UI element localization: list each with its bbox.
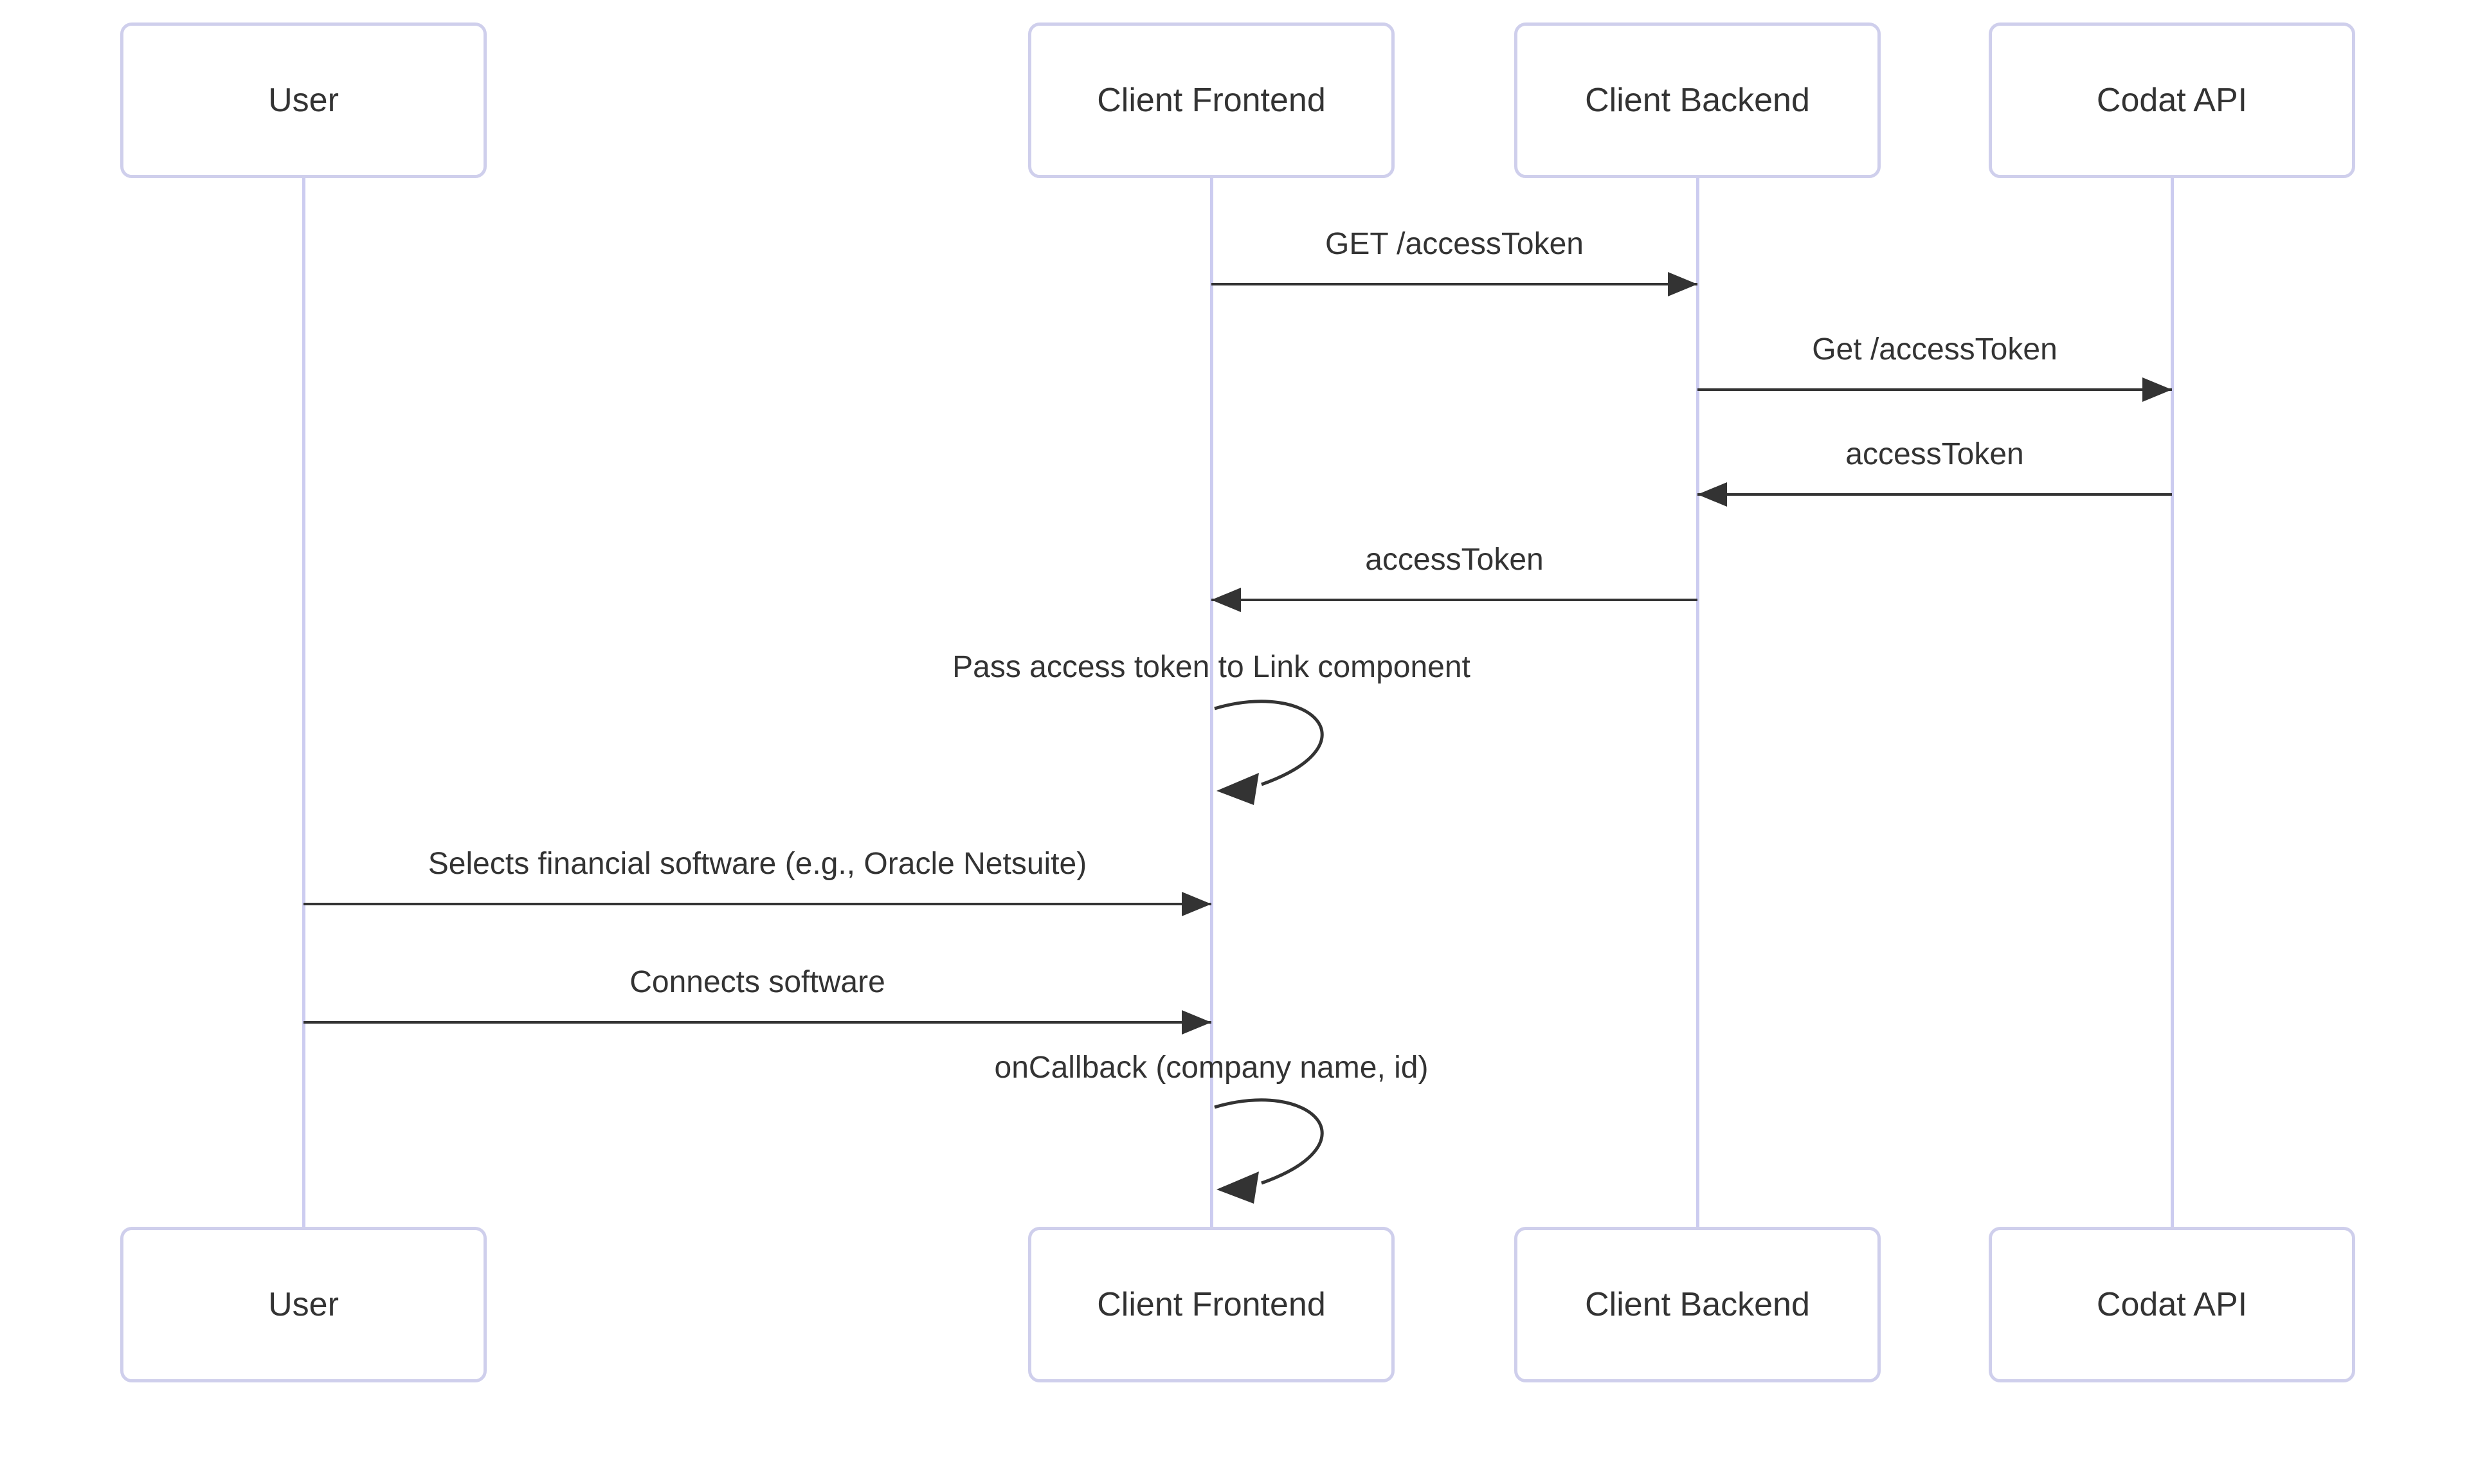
message-line <box>1211 599 1697 601</box>
actor-box-client-frontend-bottom: Client Frontend <box>1028 1227 1395 1382</box>
actor-box-user-top: User <box>120 23 487 178</box>
message-line <box>1697 388 2172 391</box>
arrowhead-left-icon <box>1697 482 1727 507</box>
message-label: Connects software <box>629 965 885 999</box>
arrowhead-right-icon <box>2142 377 2172 402</box>
actor-box-user-bottom: User <box>120 1227 487 1382</box>
message-line <box>1211 283 1697 285</box>
actor-label: User <box>268 1286 339 1323</box>
actor-label: Codat API <box>2096 1286 2248 1323</box>
lifeline-client-frontend <box>1210 178 1213 1227</box>
actor-label: Client Backend <box>1585 82 1810 119</box>
self-loop-arrow-icon <box>1214 1098 1324 1204</box>
actor-box-client-backend-bottom: Client Backend <box>1514 1227 1881 1382</box>
actor-label: Client Backend <box>1585 1286 1810 1323</box>
actor-box-codat-api-top: Codat API <box>1989 23 2355 178</box>
message-label: accessToken <box>1845 437 2024 471</box>
message-label: Selects financial software (e.g., Oracle… <box>428 847 1087 881</box>
message-line <box>303 903 1211 905</box>
message-label: onCallback (company name, id) <box>994 1051 1429 1085</box>
message-label: Pass access token to Link component <box>952 650 1470 684</box>
message-label: Get /accessToken <box>1812 332 2058 366</box>
actor-box-client-backend-top: Client Backend <box>1514 23 1881 178</box>
actor-label: Client Frontend <box>1097 82 1326 119</box>
actor-label: Codat API <box>2096 82 2248 119</box>
message-label: GET /accessToken <box>1325 227 1584 261</box>
arrowhead-right-icon <box>1182 892 1211 916</box>
actor-box-client-frontend-top: Client Frontend <box>1028 23 1395 178</box>
actor-box-codat-api-bottom: Codat API <box>1989 1227 2355 1382</box>
arrowhead-right-icon <box>1182 1010 1211 1035</box>
arrowhead-left-icon <box>1211 588 1241 612</box>
lifeline-user <box>302 178 305 1227</box>
arrowhead-right-icon <box>1668 272 1697 296</box>
actor-label: Client Frontend <box>1097 1286 1326 1323</box>
lifeline-client-backend <box>1696 178 1699 1227</box>
message-line <box>1697 493 2172 496</box>
actor-label: User <box>268 82 339 119</box>
lifeline-codat-api <box>2171 178 2174 1227</box>
self-loop-arrow-icon <box>1214 700 1324 805</box>
message-label: accessToken <box>1365 543 1544 577</box>
message-line <box>303 1021 1211 1024</box>
